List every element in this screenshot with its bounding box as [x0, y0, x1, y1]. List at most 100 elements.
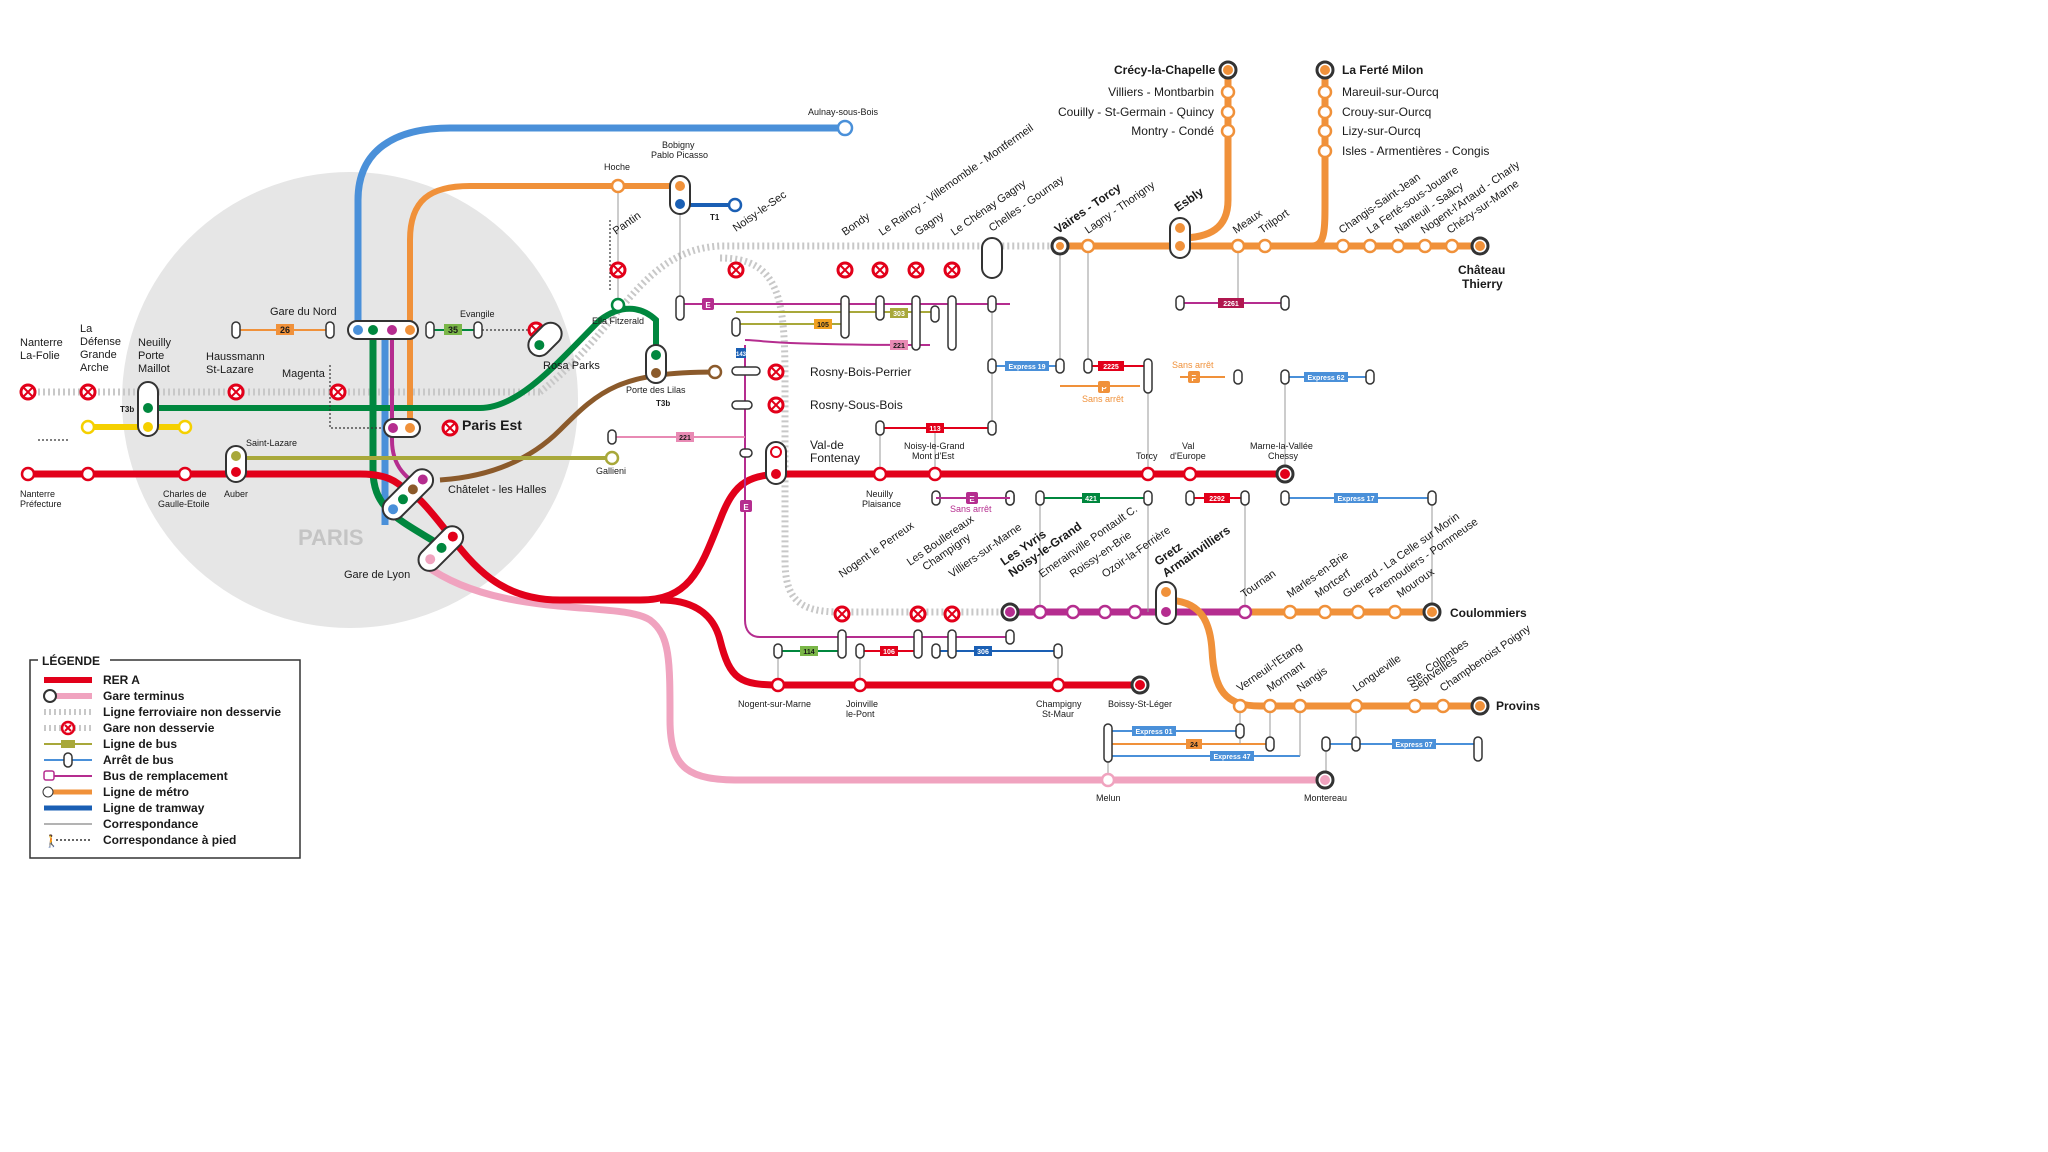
interchange-gretz	[1155, 581, 1177, 625]
legend-item-0: RER A	[103, 673, 140, 687]
metro-5-line	[407, 183, 680, 428]
bus-replacement-line	[744, 339, 1010, 638]
station-marker	[1317, 143, 1333, 159]
label-montry: Montry - Condé	[1131, 124, 1214, 138]
interchange-bobigny	[669, 175, 691, 215]
station-marker	[1282, 604, 1298, 620]
label-villiers-mont: Villiers - Montbarbin	[1108, 85, 1214, 99]
label-esbly: Esbly	[1172, 184, 1207, 214]
terminus-stations	[1000, 60, 1490, 790]
station-marker	[1317, 123, 1333, 139]
label-provins: Provins	[1496, 699, 1540, 713]
station-marker	[1220, 123, 1236, 139]
e-badge-3-text: E	[743, 503, 749, 512]
label-faremoutiers: Faremoutiers - Pommeuse	[1367, 516, 1481, 601]
legend-metro-swatch	[42, 786, 92, 798]
label-auber: Auber	[224, 489, 248, 499]
legend-title: LÉGENDE	[42, 653, 100, 668]
bus-143-label: 143	[736, 352, 747, 358]
station-marker	[80, 466, 96, 482]
label-magenta: Magenta	[282, 368, 326, 380]
transit-map: PARIS	[19, 60, 1540, 859]
interchange-chelles	[981, 237, 1003, 279]
bus-2261-label: 2261	[1223, 301, 1239, 308]
unserved-station-icon	[836, 261, 854, 279]
label-nogent-perreux: Nogent le Perreux	[837, 519, 917, 580]
label-rosny-perrier: Rosny-Bois-Perrier	[810, 365, 911, 379]
express-62-label: Express 62	[1308, 375, 1345, 382]
label-rosny-sous-bois: Rosny-Sous-Bois	[810, 398, 903, 412]
interchange-porte-lilas	[645, 344, 667, 384]
station-marker	[1257, 238, 1273, 254]
station-marker	[852, 677, 868, 693]
terminus-marker	[1422, 602, 1442, 622]
bus-306-label: 306	[977, 649, 989, 656]
sans-arret-2: Sans arrêt	[1172, 360, 1214, 370]
express-47-label: Express 47	[1214, 754, 1251, 761]
station-marker	[927, 466, 943, 482]
unserved-station-icon	[727, 261, 745, 279]
label-trilport: Trilport	[1257, 207, 1292, 236]
station-marker	[20, 466, 36, 482]
sans-arret-1: Sans arrêt	[1082, 394, 1124, 404]
station-marker	[1100, 772, 1116, 788]
station-marker	[1140, 466, 1156, 482]
unserved-station-icon	[909, 605, 927, 623]
label-isles: Isles - Armentières - Congis	[1342, 144, 1489, 158]
label-gallieni: Gallieni	[596, 466, 626, 476]
legend-bus-swatch	[44, 740, 92, 748]
bus-106-label: 106	[883, 649, 895, 656]
station-marker	[872, 466, 888, 482]
legend-unserved-swatch	[44, 720, 92, 736]
station-marker	[1237, 604, 1253, 620]
bus-114-label: 114	[803, 649, 814, 656]
station-marker	[1065, 604, 1081, 620]
unserved-station-icon	[767, 363, 785, 381]
bus-2292-label: 2292	[1209, 496, 1225, 503]
station-marker	[1348, 698, 1364, 714]
p-badge-1-text: P	[1101, 384, 1107, 393]
replacement-bus-orange	[1060, 376, 1225, 387]
bus-2225-label: 2225	[1103, 364, 1119, 371]
bus-421-label: 421	[1085, 496, 1097, 503]
unserved-station-icon	[79, 383, 97, 401]
label-couilly: Couilly - St-Germain - Quincy	[1058, 105, 1214, 119]
unserved-station-icon	[227, 383, 245, 401]
station-marker	[1262, 698, 1278, 714]
legend-item-7: Ligne de métro	[103, 785, 189, 799]
legend-item-2: Ligne ferroviaire non desservie	[103, 705, 281, 719]
label-boulereaux: Les BoullereauxChampigny	[905, 513, 984, 579]
label-gare-lyon: Gare de Lyon	[344, 569, 410, 581]
bus-35-label: 35	[448, 325, 458, 335]
express-17-label: Express 17	[1338, 496, 1375, 503]
station-marker	[1444, 238, 1460, 254]
legend-replacement-swatch	[43, 770, 92, 781]
bus-24-label: 24	[1190, 742, 1198, 749]
label-evangile: Evangile	[460, 309, 495, 319]
station-marker	[1350, 604, 1366, 620]
unserved-station-icon	[767, 396, 785, 414]
legend-item-9: Correspondance	[103, 817, 199, 831]
bus-113-label: 113	[929, 426, 940, 433]
rer-b-line	[354, 124, 845, 525]
label-coulommiers: Coulommiers	[1450, 606, 1527, 620]
unserved-station-icon	[19, 383, 37, 401]
label-gare-du-nord: Gare du Nord	[270, 306, 337, 318]
station-marker	[1050, 677, 1066, 693]
station-marker	[610, 297, 626, 313]
paris-label: PARIS	[298, 525, 364, 550]
label-pantin: Pantin	[611, 210, 643, 238]
station-marker	[727, 197, 743, 213]
station-marker	[1232, 698, 1248, 714]
station-marker	[177, 419, 193, 435]
unserved-station-icon	[871, 261, 889, 279]
station-marker	[1335, 238, 1351, 254]
e-badge-3	[740, 500, 752, 512]
station-marker	[1435, 698, 1451, 714]
